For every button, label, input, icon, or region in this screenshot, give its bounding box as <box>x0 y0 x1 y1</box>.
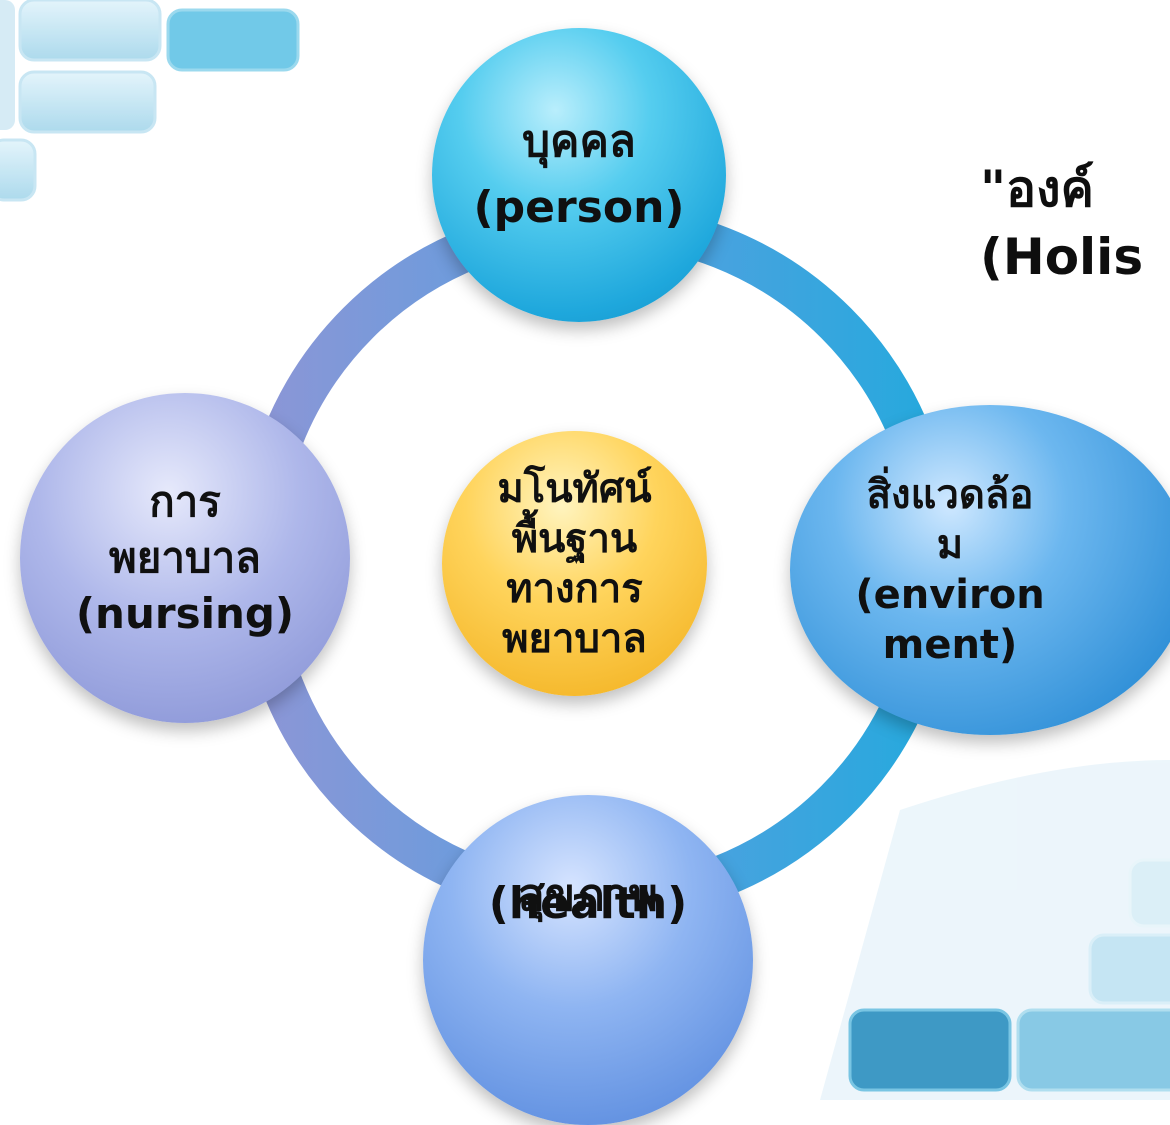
slide-title: "องค์ (Holis <box>980 155 1170 291</box>
health-label-en: (health) <box>488 878 688 929</box>
environment-label-line4: ment) <box>882 622 1018 668</box>
nursing-label-en: (nursing) <box>75 589 295 638</box>
nursing-label-line1: การ <box>149 477 221 526</box>
slide-title-line1: "องค์ <box>980 160 1094 218</box>
center-label-line2: พื้นฐาน <box>511 515 638 562</box>
environment-label-line3: (environ <box>855 572 1045 618</box>
center-concept-node: มโนทัศน์ พื้นฐาน ทางการ พยาบาล <box>442 431 707 696</box>
environment-node: สิ่งแวดล้อ ม (environ ment) <box>790 405 1170 735</box>
corner-tiles-top-left <box>0 0 300 202</box>
nursing-node: การ พยาบาล (nursing) <box>20 393 350 723</box>
slide-title-line2: (Holis <box>980 228 1144 286</box>
person-label-en: (person) <box>473 182 685 233</box>
center-label-line3: ทางการ <box>506 565 643 612</box>
environment-label-line1: สิ่งแวดล้อ <box>866 472 1034 518</box>
health-label-th: สุขภาพ <box>518 870 658 921</box>
person-label-th: บุคคล <box>522 116 636 167</box>
health-node: สุขภาพ (health) <box>423 795 753 1125</box>
environment-label-line2: ม <box>936 522 964 568</box>
nursing-label-line2: พยาบาล <box>109 533 261 582</box>
center-label-line4: พยาบาล <box>502 615 647 662</box>
corner-tiles-bottom-right <box>820 760 1170 1100</box>
center-label-line1: มโนทัศน์ <box>497 465 652 512</box>
person-node: บุคคล (person) <box>432 28 726 322</box>
